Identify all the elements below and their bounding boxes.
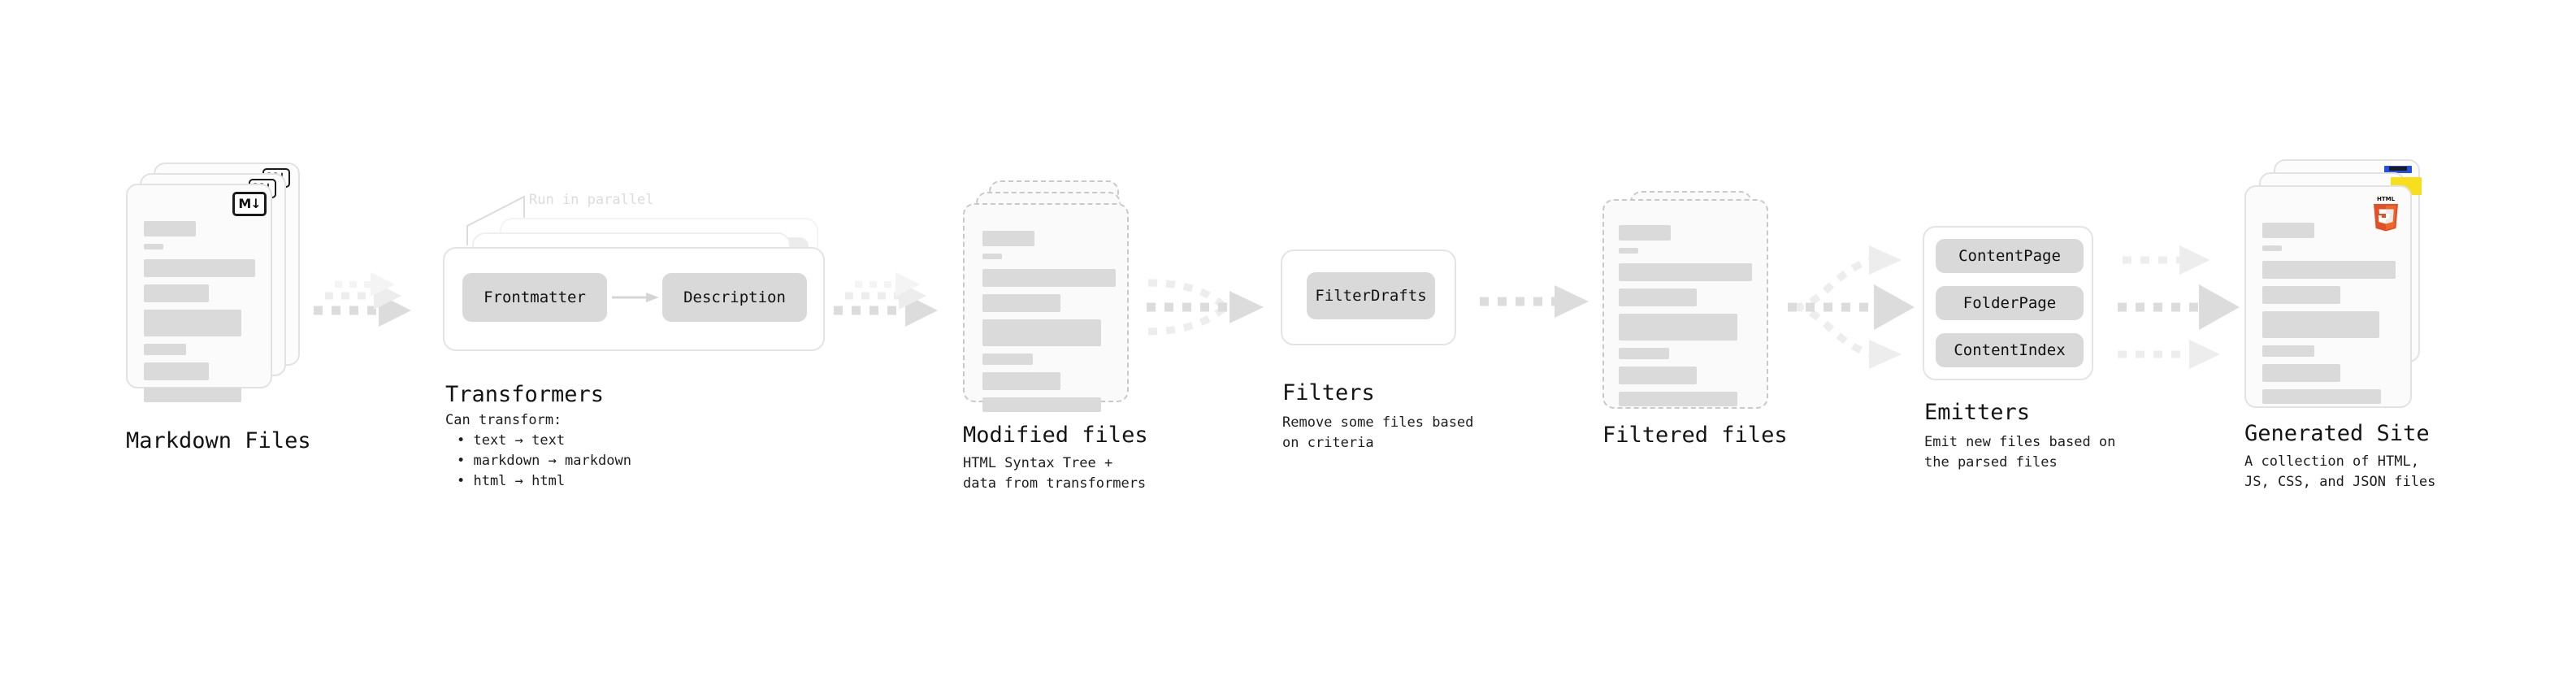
- filtered-files-title: Filtered files: [1602, 423, 1788, 448]
- arrow-filters-to-filtered: [1480, 285, 1589, 318]
- content-bar: [982, 372, 1060, 390]
- generated-site-subtitle: A collection of HTML, JS, CSS, and JSON …: [2244, 453, 2436, 490]
- transformers-bullet: • text → text: [457, 432, 566, 449]
- content-bar: [982, 269, 1116, 287]
- markdown-files-title: Markdown Files: [126, 428, 311, 453]
- filter-pill-filterdrafts[interactable]: FilterDrafts: [1307, 272, 1435, 319]
- content-bar: [144, 388, 241, 402]
- transformers-description: Can transform: • text → text • markdown …: [445, 410, 631, 492]
- content-bar: [2262, 223, 2314, 238]
- arrow-markdown-to-transformers: [314, 272, 411, 327]
- svg-text:HTML: HTML: [2377, 196, 2396, 202]
- emitter-pill-contentindex[interactable]: ContentIndex: [1936, 333, 2084, 367]
- filters-title: Filters: [1282, 380, 1375, 406]
- content-bar: [144, 362, 209, 380]
- modified-files-title: Modified files: [963, 423, 1148, 448]
- emitter-pill-folderpage[interactable]: FolderPage: [1936, 286, 2084, 320]
- transformers-bullet: • markdown → markdown: [457, 453, 631, 470]
- content-bar: [1619, 392, 1737, 406]
- content-bar: [982, 254, 1002, 259]
- content-bar: [1619, 263, 1752, 281]
- transformers-subtitle: Can transform:: [445, 412, 562, 428]
- content-bar: [144, 284, 209, 302]
- run-in-parallel-label: Run in parallel: [529, 192, 654, 208]
- modified-content-lines: [982, 231, 1121, 419]
- content-bar: [982, 294, 1060, 312]
- content-bar: [1619, 314, 1737, 340]
- content-bar: [144, 221, 196, 236]
- arrow-transformers-to-modified: [834, 272, 938, 327]
- transformer-pill-frontmatter[interactable]: Frontmatter: [462, 273, 607, 322]
- content-bar: [1619, 248, 1638, 254]
- content-bar: [982, 397, 1101, 412]
- content-bar: [144, 344, 186, 355]
- filters-group: FilterDrafts: [1281, 249, 1456, 345]
- content-bar: [144, 244, 163, 249]
- transformers-title: Transformers: [445, 382, 605, 407]
- content-bar: [1619, 225, 1671, 241]
- transformers-bullet: • html → html: [457, 473, 566, 490]
- emitters-group: ContentPage FolderPage ContentIndex: [1923, 226, 2093, 380]
- content-bar: [1619, 348, 1669, 359]
- filtered-content-lines: [1619, 225, 1761, 414]
- modified-files-stack: [963, 180, 1138, 424]
- transformer-card-front: Frontmatter Description: [443, 247, 825, 351]
- emitters-title: Emitters: [1924, 400, 2031, 425]
- transformer-pill-description[interactable]: Description: [662, 273, 807, 322]
- arrow-filtered-to-emitters: [1788, 245, 1915, 369]
- site-content-lines: [2262, 223, 2415, 411]
- emitters-subtitle: Emit new files based on the parsed files: [1924, 434, 2116, 471]
- content-bar: [144, 259, 255, 277]
- modified-files-subtitle: HTML Syntax Tree + data from transformer…: [963, 455, 1147, 492]
- filtered-files-stack: [1602, 191, 1777, 435]
- markdown-badge-front: M↓: [232, 192, 267, 216]
- arrow-modified-to-filters: [1147, 279, 1264, 336]
- arrow-emitters-to-site: [2118, 245, 2240, 369]
- content-bar: [2262, 364, 2340, 382]
- content-bar: [982, 354, 1033, 365]
- content-bar: [982, 319, 1101, 346]
- transformers-group: Run in parallel Frontmatter Description: [443, 192, 825, 364]
- generated-site-title: Generated Site: [2244, 421, 2430, 446]
- content-bar: [144, 310, 241, 336]
- markdown-content-lines: [144, 221, 258, 410]
- html5-badge: HTML: [2374, 196, 2398, 232]
- emitter-pill-contentpage[interactable]: ContentPage: [1936, 239, 2084, 273]
- content-bar: [2262, 286, 2340, 304]
- content-bar: [2262, 245, 2282, 251]
- css-badge: [2384, 166, 2412, 173]
- filters-subtitle: Remove some files based on criteria: [1282, 414, 1474, 451]
- content-bar: [2262, 261, 2396, 279]
- generated-site-stack: HTML: [2244, 159, 2431, 427]
- content-bar: [982, 231, 1034, 246]
- content-bar: [2262, 389, 2381, 404]
- content-bar: [1619, 288, 1697, 306]
- content-bar: [1619, 367, 1697, 384]
- markdown-files-stack: M↓ M↓ M↓: [126, 163, 301, 423]
- content-bar: [2262, 345, 2314, 357]
- transform-arrow: [612, 293, 659, 302]
- parallel-bracket: [466, 195, 525, 245]
- content-bar: [2262, 311, 2379, 338]
